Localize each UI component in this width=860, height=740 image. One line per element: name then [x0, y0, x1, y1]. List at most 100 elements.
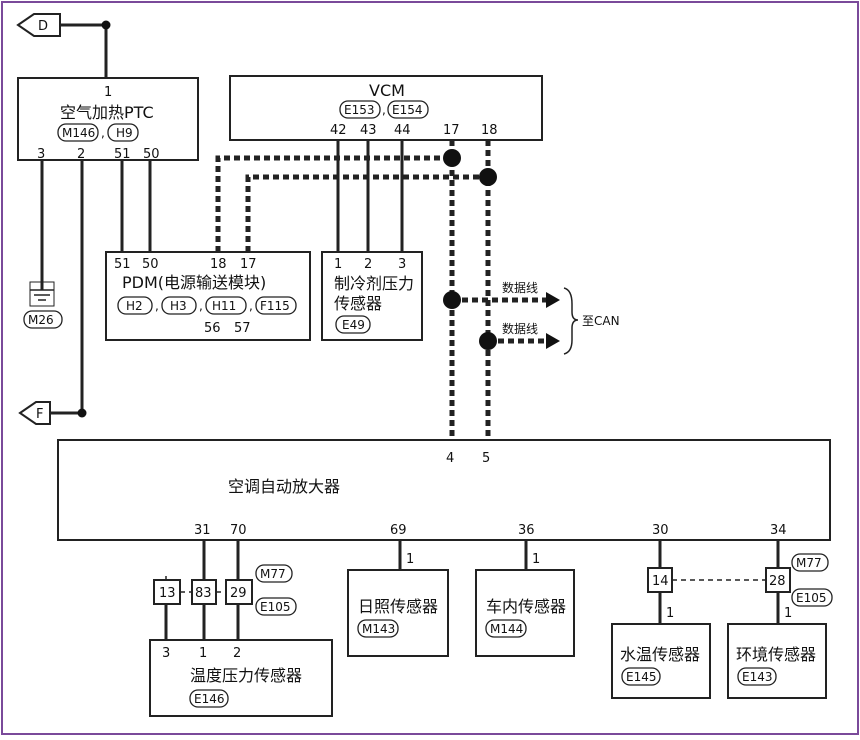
sensor-code: E145 [626, 670, 657, 684]
junction-dot [443, 291, 461, 309]
sensor-pin: 1 [784, 606, 792, 621]
sensor-pin: 1 [334, 257, 342, 272]
ground-symbol [29, 281, 55, 307]
connector-code: M77 [260, 567, 286, 581]
sensor-pin: 1 [406, 552, 414, 567]
junction-dot [101, 20, 111, 30]
svg-text:83: 83 [195, 586, 212, 601]
ptc-code: H9 [116, 126, 133, 140]
ground-code: M26 [28, 313, 54, 327]
pdm-pin: 50 [142, 257, 159, 272]
data-line-label: 数据线 [502, 280, 538, 295]
vcm-pin: 42 [330, 123, 347, 138]
sensor-title: 温度压力传感器 [190, 666, 302, 685]
sensor-code: M144 [490, 622, 523, 636]
sensor-pin: 1 [532, 552, 540, 567]
wire-d-ptc [60, 23, 108, 78]
junction-dot [77, 408, 87, 418]
ptc-pin: 51 [114, 147, 131, 162]
sensor-pin: 2 [233, 646, 241, 661]
sun-sensor: 1 日照传感器 M143 [347, 552, 449, 657]
svg-text:,: , [199, 299, 203, 313]
svg-text:,: , [382, 103, 386, 117]
ptc-title: 空气加热PTC [60, 103, 154, 122]
connector-block-28: 28 [765, 567, 791, 593]
connector-code: M77 [796, 556, 822, 570]
sensor-title: 日照传感器 [358, 597, 438, 616]
svg-text:,: , [249, 299, 253, 313]
vcm-module: VCM E153 , E154 42 43 44 17 18 [229, 75, 543, 141]
connector-d-label: D [38, 19, 48, 34]
junction-dot [479, 168, 497, 186]
cabin-sensor: 1 车内传感器 M144 [475, 552, 575, 657]
amp-pin: 30 [652, 523, 669, 538]
amp-pin: 5 [482, 451, 490, 466]
sensor-pin: 1 [199, 646, 207, 661]
vcm-pin: 18 [481, 123, 498, 138]
sensor-title: 环境传感器 [736, 645, 816, 664]
amp-pin: 4 [446, 451, 454, 466]
connector-block-13: 13 [153, 579, 181, 605]
ptc-pin: 2 [77, 147, 85, 162]
amp-pin: 31 [194, 523, 211, 538]
can-line-pdm-18 [215, 155, 452, 252]
connector-f: F [18, 401, 51, 425]
pdm-title: PDM(电源输送模块) [122, 273, 266, 292]
vcm-pin: 44 [394, 123, 411, 138]
connector-d: D [16, 13, 61, 37]
vcm-code: E153 [344, 103, 375, 117]
vcm-title: VCM [369, 81, 405, 100]
data-line-label: 数据线 [502, 321, 538, 336]
svg-text:,: , [101, 126, 105, 140]
arrow-head [546, 292, 560, 308]
connector-code: E105 [260, 600, 291, 614]
junction-dot [479, 332, 497, 350]
svg-text:28: 28 [769, 574, 786, 589]
sensor-title: 水温传感器 [620, 645, 700, 664]
ptc-pin-1: 1 [104, 85, 112, 100]
ptc-pin: 3 [37, 147, 45, 162]
ptc-module: 1 空气加热PTC M146 , H9 [17, 77, 199, 161]
pdm-module: 51 50 18 17 PDM(电源输送模块) H2 , H3 , H11 , … [105, 251, 311, 341]
vcm-pin: 43 [360, 123, 377, 138]
ptc-pin: 50 [143, 147, 160, 162]
sensor-title: 传感器 [334, 294, 382, 313]
pdm-pin: 56 [204, 321, 221, 336]
amp-title: 空调自动放大器 [228, 477, 340, 496]
sensor-pin: 3 [162, 646, 170, 661]
pdm-code: F115 [260, 299, 290, 313]
sensor-code: E143 [742, 670, 773, 684]
brace [563, 287, 579, 355]
svg-text:,: , [155, 299, 159, 313]
ambient-sensor: 1 环境传感器 E143 [727, 606, 827, 699]
can-line-pdm-17 [245, 174, 488, 252]
connector-block-83: 83 [191, 579, 217, 605]
pdm-pin: 17 [240, 257, 257, 272]
sensor-code: E146 [194, 692, 225, 706]
amp-pin: 36 [518, 523, 535, 538]
sensor-title: 制冷剂压力 [334, 274, 414, 293]
pdm-pin: 51 [114, 257, 131, 272]
sensor-code: M143 [362, 622, 395, 636]
arrow-head [546, 333, 560, 349]
connector-block-29: 29 [225, 579, 253, 605]
sensor-code: E49 [342, 318, 365, 332]
svg-text:14: 14 [652, 574, 669, 589]
to-can-label: 至CAN [582, 314, 620, 328]
junction-dot [443, 149, 461, 167]
svg-text:29: 29 [230, 586, 247, 601]
sensor-pin: 3 [398, 257, 406, 272]
connector-code: E105 [796, 591, 827, 605]
sensor-pin: 1 [666, 606, 674, 621]
refrigerant-pressure-sensor: 1 2 3 制冷剂压力 传感器 E49 [321, 251, 423, 341]
connector-f-label: F [36, 407, 43, 422]
vcm-code: E154 [392, 103, 423, 117]
wire-ptc-f [50, 160, 84, 415]
vcm-pin: 17 [443, 123, 460, 138]
svg-text:13: 13 [159, 586, 176, 601]
pdm-pin: 18 [210, 257, 227, 272]
ac-auto-amplifier: 4 5 空调自动放大器 31 70 69 36 30 34 [57, 439, 831, 541]
